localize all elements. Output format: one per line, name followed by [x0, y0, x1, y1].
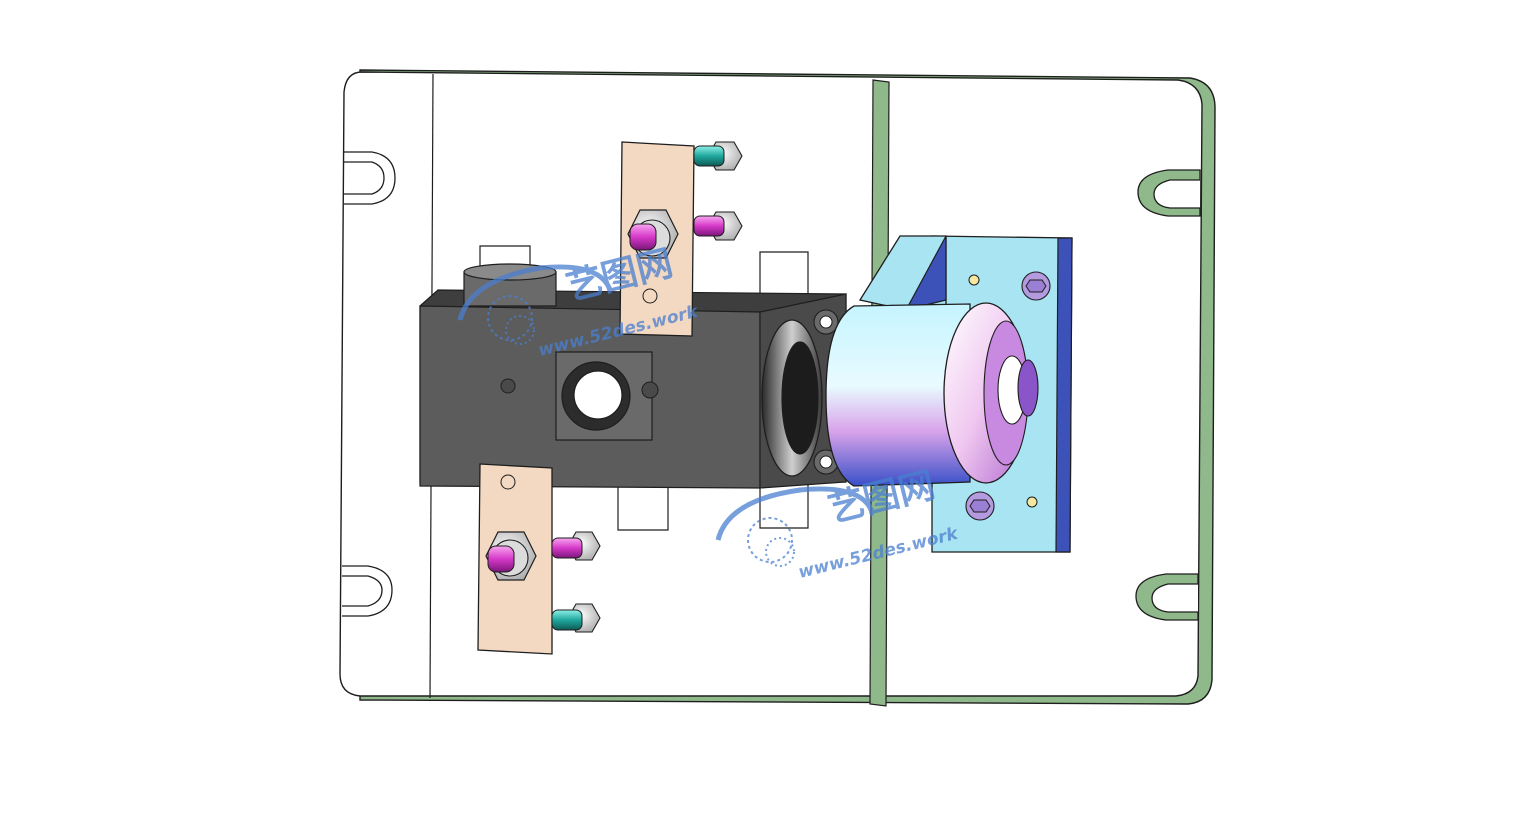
nut — [627, 209, 679, 259]
socket-bolt — [965, 271, 1051, 521]
bolt — [551, 603, 601, 633]
locating-slot — [1135, 169, 1201, 621]
cylinder-head — [825, 302, 1039, 487]
bolt — [693, 211, 743, 241]
bolt — [693, 141, 743, 171]
bolt — [551, 531, 601, 561]
bearing-ring — [761, 309, 839, 477]
watermark-logo-icon — [715, 486, 875, 567]
watermark-logo-icon — [457, 264, 613, 345]
nut — [485, 531, 537, 581]
locating-slot — [342, 151, 396, 617]
